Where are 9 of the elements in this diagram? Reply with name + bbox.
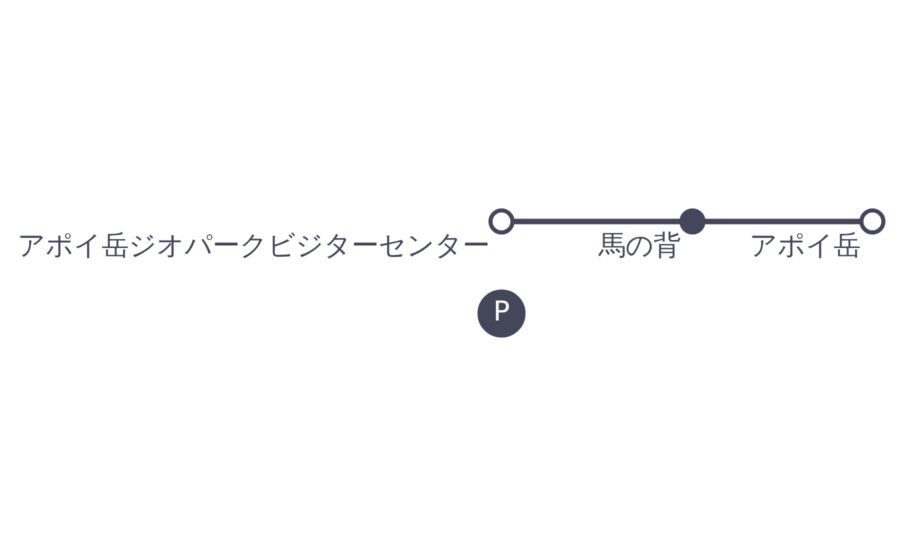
connector	[704, 218, 862, 224]
node-circle: P	[477, 288, 526, 338]
node-circle	[859, 208, 886, 234]
node-label: アポイ岳ジオパークビジターセンター	[18, 230, 490, 261]
node-label: アポイ岳	[750, 230, 861, 261]
node-label: 馬の背	[598, 230, 681, 261]
node-circle	[679, 208, 706, 234]
node-circle	[488, 208, 515, 234]
connector	[513, 218, 682, 224]
